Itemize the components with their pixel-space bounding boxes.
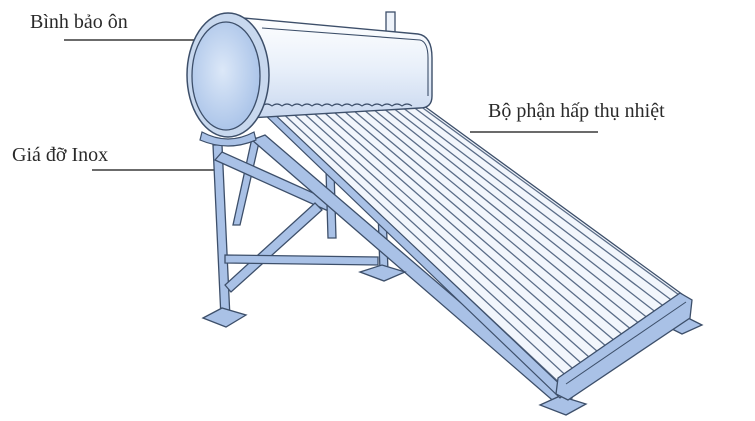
label-insulated-tank: Bình bảo ôn [30,11,128,33]
insulated-tank [186,11,433,147]
label-heat-absorber: Bộ phận hấp thụ nhiệt [488,100,665,122]
heat-absorber-panel [260,102,693,401]
stainless-stand [201,134,704,416]
leader-lines [64,39,598,171]
label-stainless-stand: Giá đỡ Inox [12,144,109,166]
